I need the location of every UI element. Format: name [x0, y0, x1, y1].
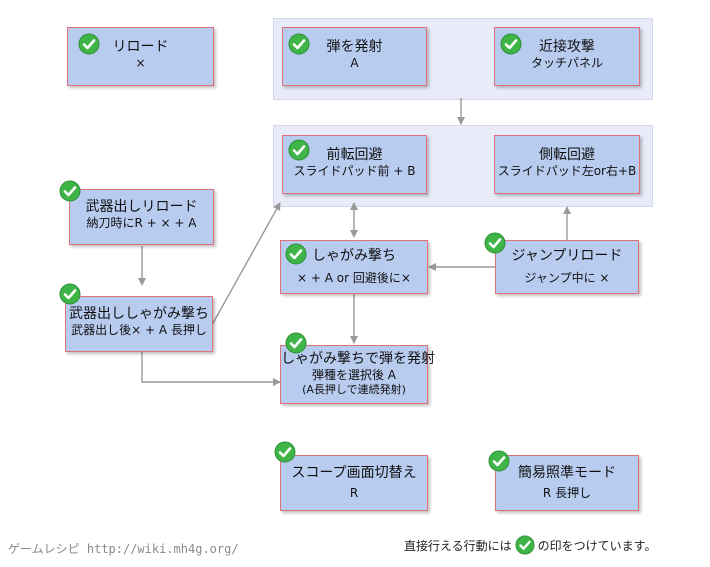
node-side-roll-title: 側転回避: [539, 147, 595, 163]
node-crouch-fire-bullet-title: しゃがみ撃ちで弾を発射: [281, 351, 435, 367]
check-circle-icon: [78, 33, 100, 55]
node-jump-reload-title: ジャンプリロード: [511, 248, 623, 264]
node-crouch-fire-bullet: しゃがみ撃ちで弾を発射 弾種を選択後 A (A長押しで連続発射): [280, 345, 435, 404]
node-draw-crouch: 武器出ししゃがみ撃ち 武器出し後× + A 長押し: [65, 296, 213, 352]
node-simple-aim-title: 簡易照準モード: [518, 465, 616, 481]
node-jump-reload-sub: ジャンプ中に ×: [524, 271, 610, 285]
legend-note: 直接行える行動には の印をつけています。: [404, 535, 656, 555]
check-circle-icon: [59, 283, 81, 305]
check-circle-icon: [274, 441, 296, 463]
node-reload-sub: ×: [135, 56, 146, 70]
check-circle-icon: [288, 33, 310, 55]
node-fire-bullet-sub: A: [350, 56, 359, 70]
check-circle-icon: [484, 232, 506, 254]
node-fire-bullet-title: 弾を発射: [326, 39, 383, 55]
node-forward-roll-title: 前転回避: [326, 147, 383, 163]
check-circle-icon: [515, 535, 535, 555]
node-jump-reload: ジャンプリロード ジャンプ中に ×: [495, 240, 639, 294]
node-scope-sub: R: [349, 486, 359, 500]
edge-draw-crouch-to-roll-group: [211, 202, 281, 326]
check-circle-icon: [59, 180, 81, 202]
source-credit: ゲームレシピ http://wiki.mh4g.org/: [8, 542, 239, 556]
node-side-roll: 側転回避 スライドパッド左or右+B: [494, 135, 640, 194]
node-crouch-fire-title: しゃがみ撃ち: [312, 248, 396, 264]
check-circle-icon: [285, 243, 307, 265]
node-scope-title: スコープ画面切替え: [291, 465, 417, 481]
node-melee-sub: タッチパネル: [530, 56, 603, 70]
node-scope: スコープ画面切替え R: [280, 455, 428, 511]
node-simple-aim-sub: R 長押し: [542, 486, 592, 500]
check-circle-icon: [488, 450, 510, 472]
node-draw-reload-sub: 納刀時にR + × + A: [86, 216, 197, 230]
node-side-roll-sub: スライドパッド左or右+B: [497, 164, 637, 178]
legend-text-before: 直接行える行動には: [404, 538, 512, 553]
node-simple-aim: 簡易照準モード R 長押し: [495, 455, 639, 511]
node-crouch-fire-bullet-sub2: (A長押しで連続発射): [302, 383, 406, 396]
check-circle-icon: [285, 332, 307, 354]
node-draw-reload: 武器出しリロード 納刀時にR + × + A: [69, 189, 214, 245]
legend-text-after: の印をつけています。: [537, 538, 657, 553]
node-draw-reload-title: 武器出しリロード: [85, 199, 198, 215]
check-circle-icon: [500, 33, 522, 55]
node-crouch-fire-bullet-sub: 弾種を選択後 A: [311, 368, 397, 382]
node-draw-crouch-sub: 武器出し後× + A 長押し: [71, 323, 207, 337]
node-forward-roll-sub: スライドパッド前 + B: [293, 164, 416, 178]
node-crouch-fire-sub: × + A or 回避後に×: [297, 271, 411, 285]
edge-draw-crouch-to-crouch-fire-bullet: [141, 352, 281, 386]
node-draw-crouch-title: 武器出ししゃがみ撃ち: [69, 306, 209, 322]
node-reload-title: リロード: [112, 39, 169, 55]
check-circle-icon: [288, 139, 310, 161]
node-melee-title: 近接攻撃: [539, 39, 595, 55]
